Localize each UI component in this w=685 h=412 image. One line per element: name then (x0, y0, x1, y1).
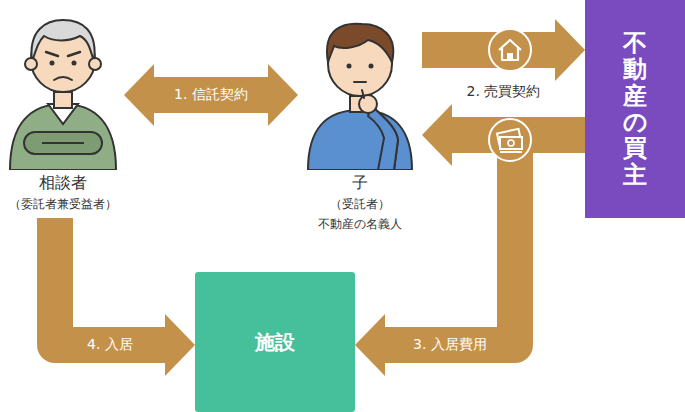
flow-label: 4. 入居 (87, 336, 133, 354)
person-name: 相談者 (2, 172, 124, 194)
person-name: 子 (298, 172, 422, 194)
arrow-band (153, 77, 269, 113)
house-icon (486, 26, 534, 74)
arrow-head (355, 314, 385, 376)
person-role: （受託者） (298, 194, 422, 214)
flow-label: 1. 信託契約 (174, 86, 248, 104)
flow-arrow (124, 64, 298, 126)
arrow-band (384, 135, 585, 345)
box-label: 施設 (255, 329, 295, 356)
flow-label: 2. 売買契約 (467, 83, 541, 101)
flow-arrow (55, 218, 195, 376)
person-role: （委託者兼受益者） (2, 194, 124, 214)
arrow-head (124, 64, 154, 126)
arrow-head (422, 104, 452, 166)
arrow-head (555, 19, 585, 81)
arrow-band (55, 218, 166, 345)
young-man-illustration (298, 0, 422, 170)
arrow-head (165, 314, 195, 376)
box-label: 不動産の買主 (623, 30, 647, 188)
person-role: 不動産の名義人 (298, 214, 422, 234)
elderly-man-illustration (2, 0, 124, 170)
money-icon (486, 116, 534, 164)
buyer-box: 不動産の買主 (585, 0, 685, 218)
person-node: 子（受託者）不動産の名義人 (298, 0, 422, 234)
person-node: 相談者（委託者兼受益者） (2, 0, 124, 214)
flow-arrow (422, 19, 585, 81)
flow-label: 3. 入居費用 (413, 336, 487, 354)
arrow-head (268, 64, 298, 126)
facility-box: 施設 (195, 272, 355, 412)
flow-arrow (355, 135, 585, 376)
